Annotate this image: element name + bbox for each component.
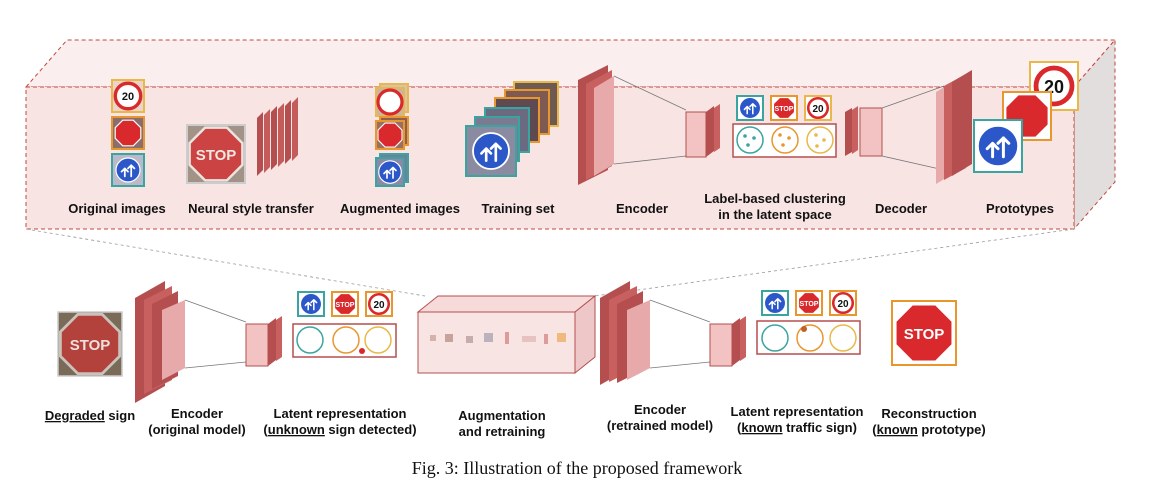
prototypes: 20	[973, 61, 1079, 173]
encoder-retrained	[600, 281, 746, 385]
top-decoder	[845, 70, 972, 184]
latent-known: STOP 20	[756, 290, 861, 355]
panel-top-face	[24, 39, 1117, 88]
figure-caption: Fig. 3: Illustration of the proposed fra…	[412, 458, 742, 478]
label-encoder-original-line1: Encoder	[171, 406, 223, 421]
reconstruction-word: known	[877, 422, 918, 437]
original-images: 20	[111, 79, 145, 187]
label-degraded-sign: Degraded sign	[45, 408, 135, 423]
latent-known-word: known	[741, 420, 782, 435]
top-encoder	[578, 65, 720, 185]
projection-line-left	[25, 228, 426, 297]
reconstruction-open: (	[872, 422, 877, 437]
latent-known-stop-text: STOP	[800, 301, 819, 308]
latent-known-rest: traffic sign)	[783, 420, 857, 435]
label-latent-known-line2: (known traffic sign)	[737, 420, 857, 435]
label-encoder-retrained-line2: (retrained model)	[607, 418, 713, 433]
panel-side-face	[1073, 38, 1116, 231]
label-latent-unknown-line2: (unknown sign detected)	[263, 422, 416, 437]
label-augmentation-line2: and retraining	[459, 424, 546, 439]
augmented-images	[375, 83, 409, 187]
latent-unknown-stop-text: STOP	[336, 302, 355, 309]
label-clustering-line1: Label-based clustering	[704, 191, 846, 206]
degraded-sign: STOP	[57, 311, 123, 377]
latent-unknown: STOP 20	[292, 291, 397, 358]
label-original-images: Original images	[68, 201, 166, 216]
reconstruction-rest: prototype)	[918, 422, 986, 437]
known-point	[801, 326, 807, 332]
latent-known-open: (	[737, 420, 742, 435]
latent-unknown-limit-text: 20	[373, 300, 385, 311]
latent-unknown-word: unknown	[268, 422, 325, 437]
reconstruction: STOP	[891, 300, 957, 366]
label-reconstruction-line1: Reconstruction	[881, 406, 976, 421]
label-decoder: Decoder	[875, 201, 927, 216]
label-clustering-line2: in the latent space	[718, 207, 831, 222]
cluster-stop-text: STOP	[775, 106, 794, 113]
label-reconstruction-line2: (known prototype)	[872, 422, 985, 437]
label-encoder-retrained-line1: Encoder	[634, 402, 686, 417]
latent-unknown-rest: sign detected)	[325, 422, 417, 437]
degraded-stop-text: STOP	[70, 337, 111, 354]
label-training-set: Training set	[482, 201, 556, 216]
mini-pipeline	[430, 332, 566, 344]
latent-known-limit-text: 20	[837, 299, 849, 310]
augmentation-block	[416, 294, 597, 375]
projection-line-right	[594, 228, 1075, 297]
bottom-labels: Degraded sign Encoder (original model) L…	[45, 402, 986, 439]
neural-style-transfer: STOP	[186, 97, 298, 184]
label-latent-unknown-line1: Latent representation	[274, 406, 407, 421]
degraded-rest: sign	[105, 408, 135, 423]
style-stop-text: STOP	[196, 147, 237, 164]
label-top-encoder: Encoder	[616, 201, 668, 216]
label-augmentation-line1: Augmentation	[458, 408, 545, 423]
encoder-original	[135, 281, 282, 403]
reconstruction-stop-text: STOP	[904, 326, 945, 343]
label-augmented-images: Augmented images	[340, 201, 460, 216]
limit-text: 20	[122, 91, 134, 103]
label-prototypes: Prototypes	[986, 201, 1054, 216]
top-labels: Original images Neural style transfer Au…	[68, 191, 1054, 222]
label-latent-known-line1: Latent representation	[731, 404, 864, 419]
degraded-word: Degraded	[45, 408, 105, 423]
label-encoder-original-line2: (original model)	[148, 422, 246, 437]
label-neural-style-transfer: Neural style transfer	[188, 201, 314, 216]
latent-unknown-open: (	[263, 422, 268, 437]
cluster-limit-text: 20	[812, 104, 824, 115]
label-clustering: STOP 20	[732, 95, 837, 158]
unknown-point	[359, 348, 365, 354]
training-set	[465, 81, 559, 177]
style-transfer-layers	[257, 97, 298, 176]
